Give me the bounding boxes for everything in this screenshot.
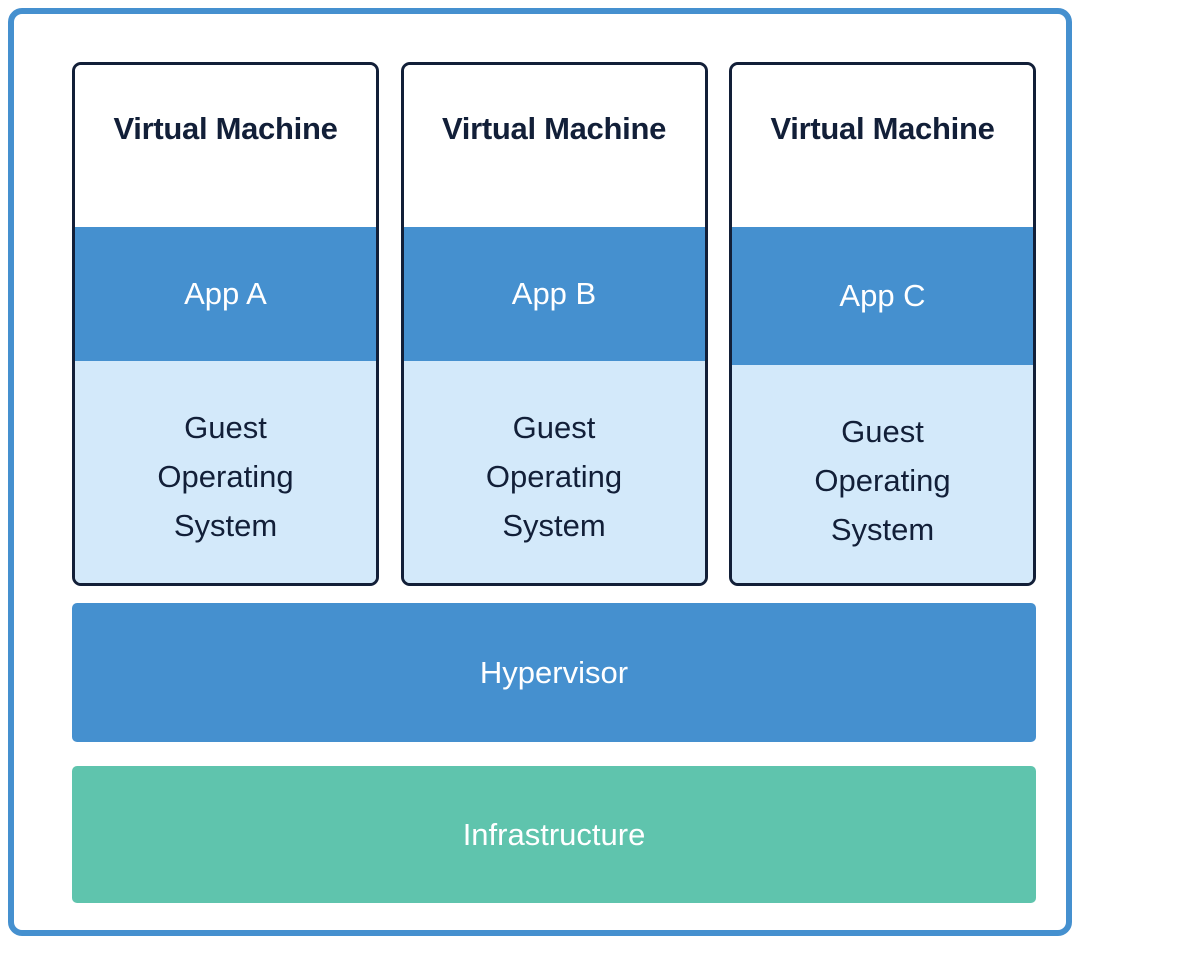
- diagram-outer-frame: Virtual Machine App A Guest Operating Sy…: [8, 8, 1072, 936]
- vm-app-band-1: App A: [75, 227, 376, 361]
- vm-title-2: Virtual Machine: [403, 65, 705, 227]
- vm-guest-os-line-1-1: Guest: [184, 410, 267, 445]
- vm-guest-os-line-2-1: Guest: [512, 410, 596, 445]
- virtual-machine-card-3[interactable]: Virtual Machine App C Guest Operating Sy…: [729, 62, 1036, 586]
- infrastructure-layer-bar[interactable]: Infrastructure: [72, 766, 1036, 903]
- virtual-machine-card-2[interactable]: Virtual Machine App B Guest Operating Sy…: [400, 62, 708, 586]
- vm-guest-os-line-3-3: System: [830, 512, 935, 547]
- vm-app-band-2: App B: [403, 227, 705, 361]
- virtual-machine-row: Virtual Machine App A Guest Operating Sy…: [72, 62, 1036, 586]
- vm-guest-os-line-3-1: Guest: [841, 414, 924, 449]
- vm-guest-os-line-2-2: Operating: [485, 459, 623, 494]
- virtual-machine-card-1[interactable]: Virtual Machine App A Guest Operating Sy…: [72, 62, 379, 586]
- vm-title-1: Virtual Machine: [75, 65, 376, 227]
- vm-guest-os-line-3-2: Operating: [814, 463, 951, 498]
- vm-guest-os-band-3: Guest Operating System: [732, 365, 1033, 583]
- hypervisor-layer-bar[interactable]: Hypervisor: [72, 603, 1036, 742]
- vm-title-3: Virtual Machine: [732, 65, 1033, 227]
- vm-guest-os-line-1-2: Operating: [157, 459, 294, 494]
- vm-guest-os-line-1-3: System: [173, 508, 278, 543]
- vm-guest-os-band-1: Guest Operating System: [75, 361, 376, 583]
- vm-guest-os-line-2-3: System: [502, 508, 606, 543]
- vm-guest-os-band-2: Guest Operating System: [403, 361, 705, 583]
- vm-app-band-3: App C: [732, 227, 1033, 365]
